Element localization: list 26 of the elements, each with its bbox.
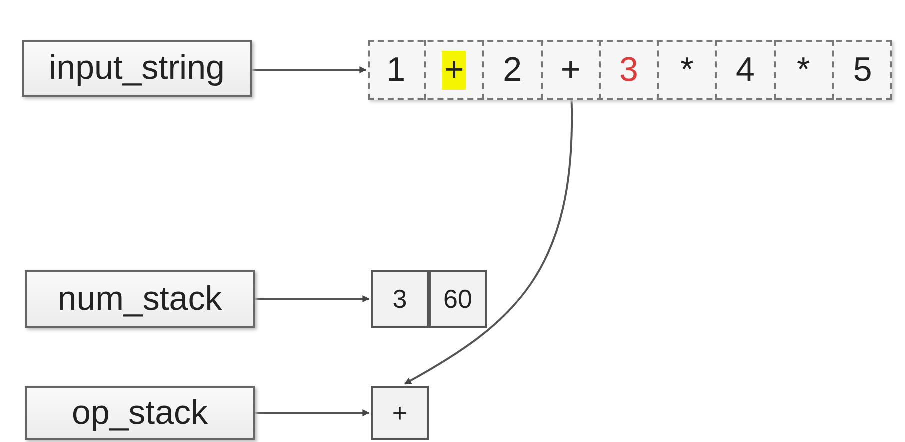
variable-box xyxy=(25,386,255,440)
arrow xyxy=(252,66,367,74)
node-text: 60 xyxy=(444,284,472,314)
arrow xyxy=(255,410,370,416)
node-text: 1 xyxy=(386,50,406,90)
node-text: 2 xyxy=(503,50,522,90)
stack-cell xyxy=(429,270,487,328)
node-text: 5 xyxy=(853,50,872,90)
node-text: 3 xyxy=(620,50,638,90)
node-text: * xyxy=(680,50,694,90)
node-text: + xyxy=(392,398,408,428)
string-array xyxy=(368,40,892,100)
node-text: + xyxy=(560,50,581,90)
node-text: op_stack xyxy=(72,394,208,432)
arrow xyxy=(255,296,370,302)
node-text: 4 xyxy=(736,50,755,90)
variable-box xyxy=(22,40,252,97)
node-text: input_string xyxy=(49,49,225,88)
arrow xyxy=(404,100,573,385)
node-text: * xyxy=(797,50,810,90)
variable-box xyxy=(25,270,255,328)
node-text: + xyxy=(442,50,466,90)
node-text: num_stack xyxy=(58,280,222,318)
node-text: 3 xyxy=(392,284,408,314)
stack-cell xyxy=(371,386,429,440)
stack-cell xyxy=(371,270,429,328)
